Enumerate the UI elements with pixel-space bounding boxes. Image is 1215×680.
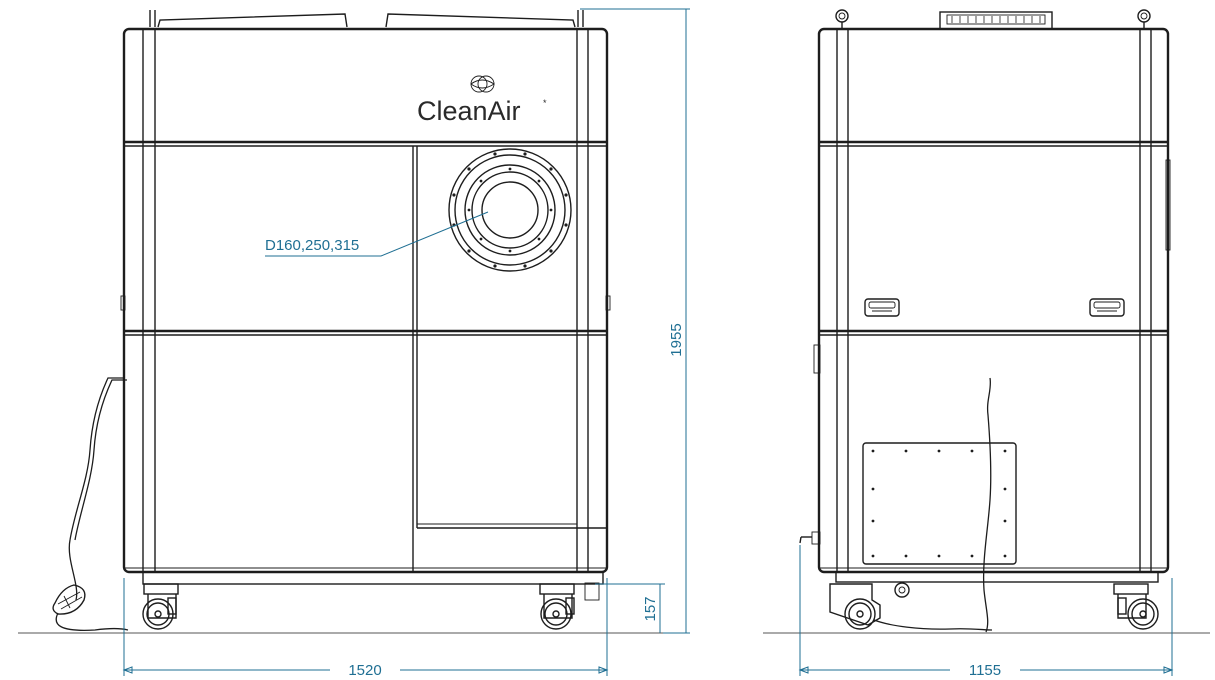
logo-mark-icon [470,75,488,93]
panel-screw [871,519,875,523]
side-cable [982,377,992,633]
front-width-dimension: 1520 [122,578,609,679]
front-view: CleanAir * D160,250,315 [52,10,611,631]
lifting-eye-left-icon [835,9,849,29]
height-dimension: 1955 [580,8,690,634]
logo-trademark: * [543,98,547,108]
inlet-leader [265,211,489,257]
panel-screw [970,554,974,558]
panel-screw [937,449,941,453]
height-total-label: 1955 [668,323,685,356]
flange-outer-bolt [564,193,568,197]
lifting-eye-right-icon [1137,9,1151,29]
panel-screw [904,449,908,453]
panel-screw [871,554,875,558]
panel-screw [871,449,875,453]
panel-screw [1003,554,1007,558]
caster-side-left [829,582,910,630]
flange-outer-bolt [467,167,471,171]
wheel-height-label: 157 [642,596,659,621]
panel-screw [1003,519,1007,523]
side-depth-dimension: 1155 [798,545,1174,679]
flange-inner-bolt [508,167,512,171]
cleanair-logo: CleanAir * [417,75,547,126]
top-cover-left [157,13,348,28]
flange-outer-bolt [523,152,527,156]
side-cabinet [817,27,1170,574]
power-plug-icon [52,584,129,631]
side-depth-label: 1155 [969,662,1001,679]
flange-outer-bolt [523,264,527,268]
flange-inner-bolt [479,237,483,241]
side-plug-icon [799,531,821,545]
panel-screw [1003,449,1007,453]
flange-inner-bolt [508,249,512,253]
panel-screw [1003,487,1007,491]
inlet-flange [448,148,572,272]
panel-screw [937,554,941,558]
flange-outer-bolt [549,167,553,171]
flange-inner-bolt [549,208,553,212]
flange-bolts [452,152,568,268]
front-width-label: 1520 [348,662,381,679]
flange-inner-bolt [479,179,483,183]
inlet-diameter-label: D160,250,315 [265,237,359,254]
flange-inner-bolt [537,179,541,183]
access-panel [862,442,1017,565]
flange-outer-bolt [564,223,568,227]
caster-front-left [142,583,179,630]
flange-outer-bolt [467,249,471,253]
flange-inner-bolt [537,237,541,241]
handle-right-icon [1089,298,1125,317]
logo-text: CleanAir [417,96,521,126]
front-cabinet [122,27,609,574]
flange-outer-bolt [493,152,497,156]
caster-side-right [1113,583,1159,630]
wheel-height-dimension: 157 [595,583,665,633]
top-cover-right [385,13,576,28]
panel-screw [970,449,974,453]
caster-front-right [539,583,575,630]
handle-left-icon [864,298,900,317]
side-view [799,9,1171,633]
top-vent [939,11,1053,30]
flange-outer-bolt [549,249,553,253]
power-cable [68,377,124,601]
panel-screw [904,554,908,558]
flange-outer-bolt [452,193,456,197]
flange-inner-bolt [467,208,471,212]
panel-screw [871,487,875,491]
flange-outer-bolt [493,264,497,268]
